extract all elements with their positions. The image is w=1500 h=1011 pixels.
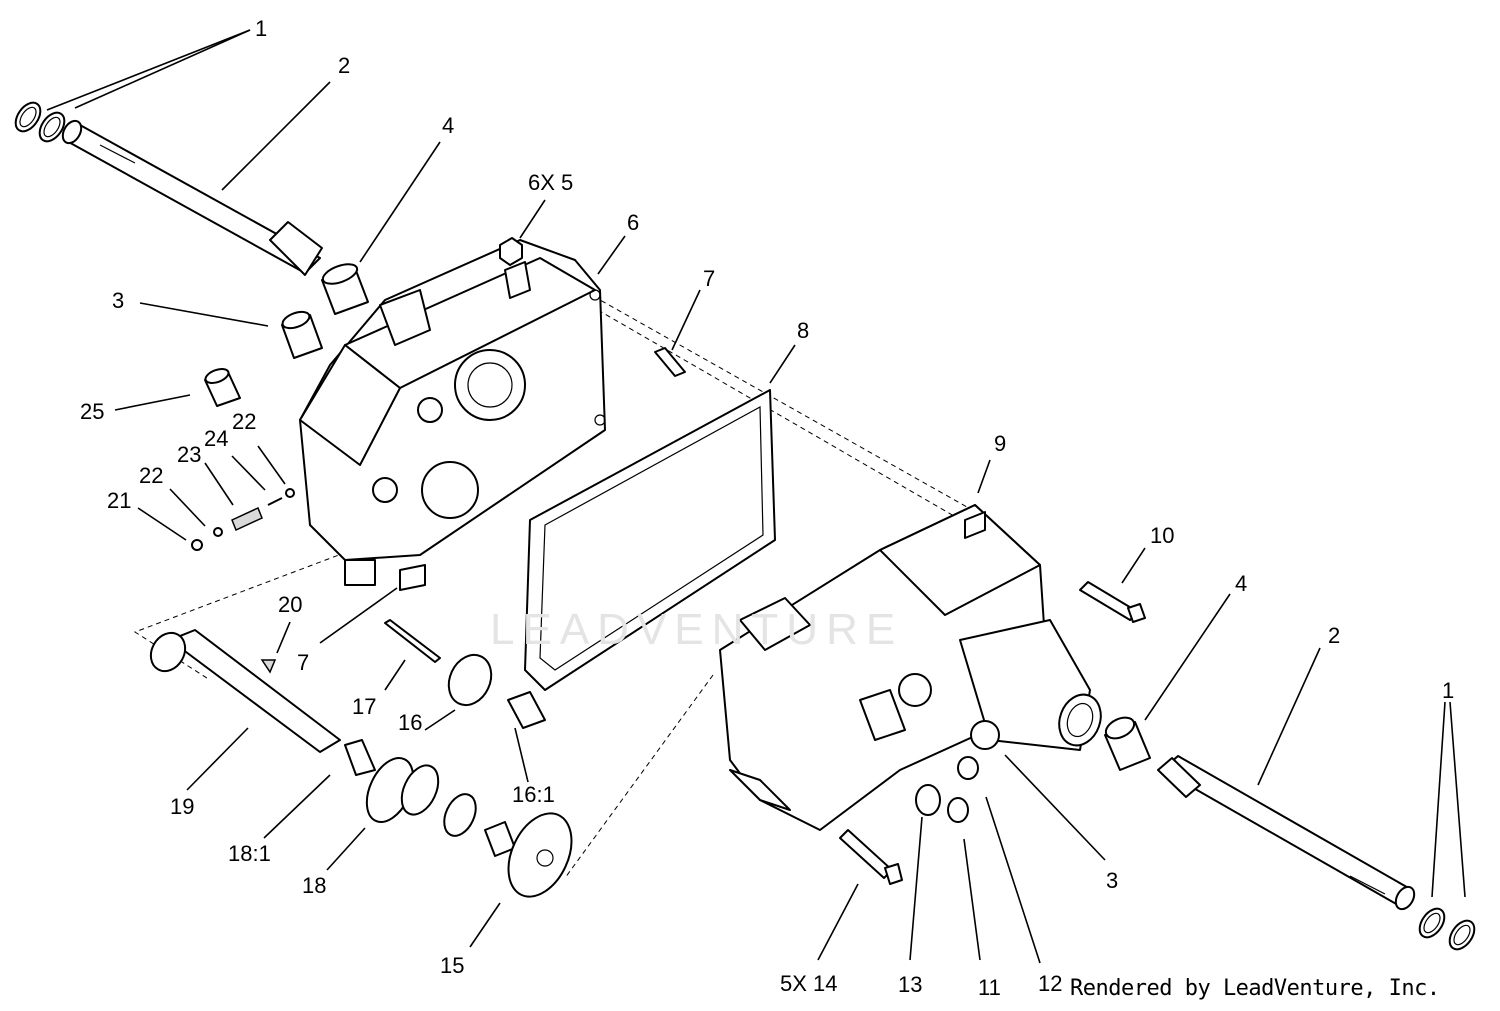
washers-right	[1418, 907, 1476, 951]
callout-4: 4	[1235, 571, 1248, 596]
small-parts	[915, 756, 979, 823]
bushings-left	[204, 263, 369, 407]
callout-11: 11	[978, 975, 1001, 1000]
callout-15: 15	[440, 953, 465, 978]
callout-3: 3	[112, 288, 125, 313]
callout-9: 9	[994, 431, 1007, 456]
callout-22: 22	[139, 463, 164, 488]
callout-18: 18	[302, 873, 327, 898]
callout-6x5: 6X 5	[528, 170, 574, 195]
callout-5x14: 5X 14	[780, 971, 838, 996]
dowel-pin-top	[654, 347, 686, 377]
bolts	[839, 581, 1146, 885]
callout-7: 7	[703, 266, 716, 291]
callout-8: 8	[797, 318, 810, 343]
callout-12: 12	[1038, 971, 1063, 996]
callout-6: 6	[627, 210, 640, 235]
watermark: LEADVENTURE	[490, 605, 904, 654]
gear-stack	[344, 653, 573, 898]
callout-2: 2	[1328, 623, 1341, 648]
callout-19: 19	[170, 794, 195, 819]
left-housing	[299, 239, 606, 591]
washers-left	[14, 101, 66, 143]
callout-3: 3	[1106, 868, 1119, 893]
axle-right	[1157, 755, 1416, 911]
right-housing	[719, 504, 1102, 831]
callout-1: 1	[1442, 678, 1455, 703]
callout-22: 22	[232, 409, 257, 434]
callout-16-1: 16:1	[512, 782, 555, 807]
callout-23: 23	[177, 442, 202, 467]
nut	[499, 237, 523, 266]
render-credit: Rendered by LeadVenture, Inc.	[1070, 976, 1440, 1001]
callout-4: 4	[442, 113, 455, 138]
bushing-right	[1104, 716, 1151, 771]
callout-18-1: 18:1	[228, 841, 271, 866]
callout-2: 2	[338, 53, 351, 78]
shaft-assembly	[149, 619, 441, 753]
callout-21: 21	[107, 488, 132, 513]
axle-left	[61, 119, 323, 276]
callout-20: 20	[278, 592, 303, 617]
callout-17: 17	[352, 694, 377, 719]
callout-13: 13	[898, 972, 923, 997]
callout-1: 1	[255, 16, 268, 41]
callout-7: 7	[297, 650, 310, 675]
callout-16: 16	[398, 710, 423, 735]
detent-parts	[191, 488, 295, 551]
leader-lines	[46, 29, 1466, 964]
gasket	[524, 389, 776, 691]
callout-25: 25	[80, 399, 105, 424]
callout-10: 10	[1150, 523, 1175, 548]
callout-24: 24	[204, 426, 229, 451]
